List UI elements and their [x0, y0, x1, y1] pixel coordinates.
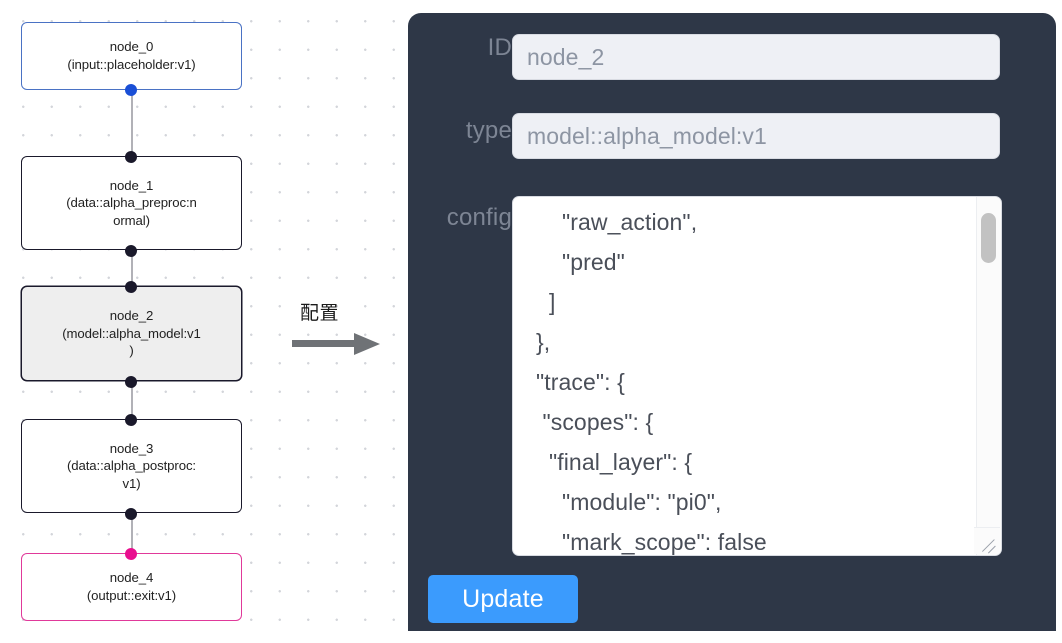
annotation-caption: 配置: [300, 302, 340, 324]
flow-graph-canvas[interactable]: node_0 (input::placeholder:v1) node_1 (d…: [0, 0, 400, 643]
flow-node-node_3[interactable]: node_3 (data::alpha_postproc: v1): [21, 419, 242, 513]
flow-node-label: node_3 (data::alpha_postproc: v1): [66, 440, 197, 491]
edge-node2-node3: [131, 376, 133, 422]
edge-node3-node4: [131, 508, 133, 553]
flow-node-label: node_1 (data::alpha_preproc:n ormal): [66, 177, 197, 228]
config-textarea-wrapper[interactable]: "raw_action", "pred" ] }, "trace": { "sc…: [512, 196, 1002, 556]
node-handle-node_0-source[interactable]: [125, 84, 137, 96]
flow-node-node_0[interactable]: node_0 (input::placeholder:v1): [21, 22, 242, 90]
annotation-arrow-group: 配置: [292, 298, 392, 358]
node-config-panel: ID node_2 type model::alpha_model:v1 con…: [408, 13, 1056, 631]
flow-node-node_1[interactable]: node_1 (data::alpha_preproc:n ormal): [21, 156, 242, 250]
node-handle-node_3-source[interactable]: [125, 508, 137, 520]
type-field-label: type: [465, 117, 512, 144]
type-input[interactable]: model::alpha_model:v1: [512, 113, 1000, 159]
node-handle-node_4-target[interactable]: [125, 548, 137, 560]
node-handle-node_2-source[interactable]: [125, 376, 137, 388]
update-button[interactable]: Update: [428, 575, 578, 623]
id-input[interactable]: node_2: [512, 34, 1000, 80]
node-handle-node_3-target[interactable]: [125, 414, 137, 426]
flow-node-label: node_2 (model::alpha_model:v1 ): [62, 308, 201, 359]
flow-node-label: node_0 (input::placeholder:v1): [67, 39, 196, 72]
field-row-config: config "raw_action", "pred" ] }, "trace"…: [408, 196, 1002, 556]
node-handle-node_1-target[interactable]: [125, 151, 137, 163]
flow-node-node_2[interactable]: node_2 (model::alpha_model:v1 ): [21, 286, 242, 381]
node-handle-node_2-target[interactable]: [125, 281, 137, 293]
id-field-label: ID: [487, 34, 512, 61]
edge-node1-node2: [131, 245, 133, 291]
field-row-id: ID node_2: [408, 34, 1000, 80]
flow-node-node_4[interactable]: node_4 (output::exit:v1): [21, 553, 242, 621]
right-arrow-icon: [292, 333, 380, 355]
config-scrollbar-thumb[interactable]: [981, 213, 996, 263]
node-handle-node_1-source[interactable]: [125, 245, 137, 257]
field-row-type: type model::alpha_model:v1: [408, 113, 1000, 159]
flow-node-label: node_4 (output::exit:v1): [86, 570, 177, 603]
config-scrollbar[interactable]: [976, 197, 1001, 555]
config-textarea[interactable]: "raw_action", "pred" ] }, "trace": { "sc…: [535, 209, 767, 555]
config-field-label: config: [446, 204, 512, 231]
config-resize-grip-icon[interactable]: [974, 527, 1000, 554]
edge-node0-node1: [131, 89, 133, 161]
